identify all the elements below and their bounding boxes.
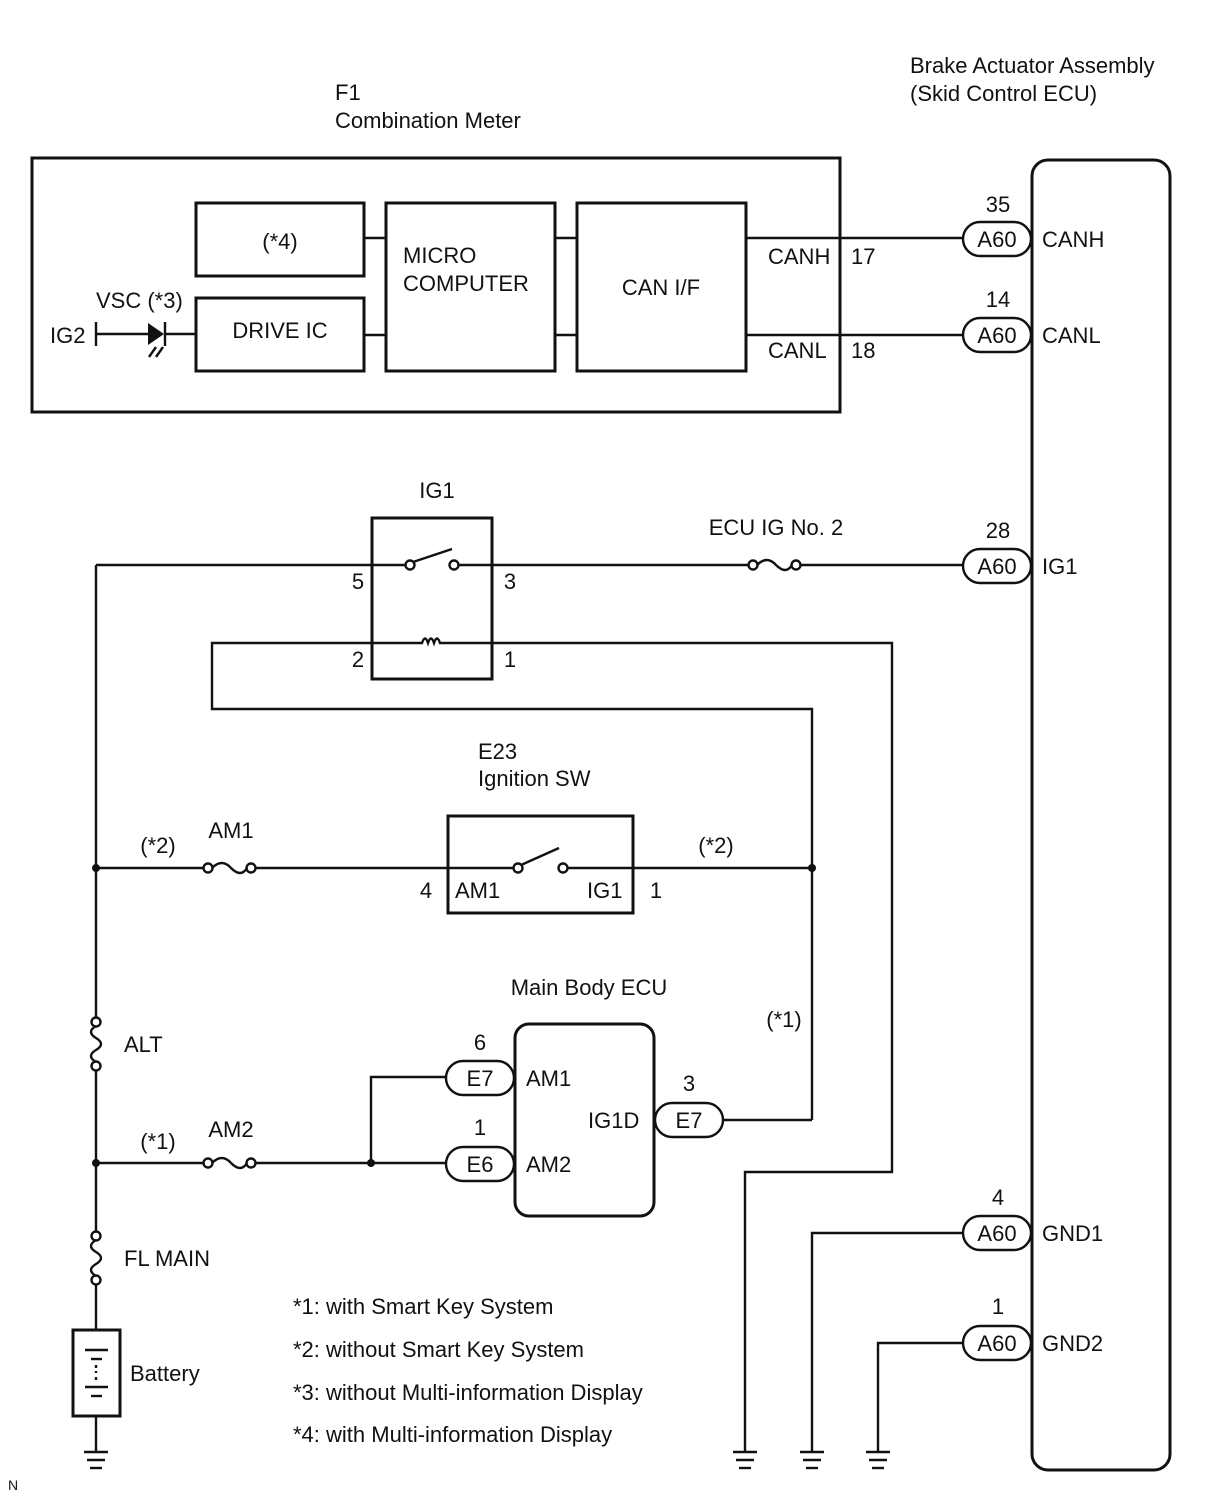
ig1-relay-pin1: 1: [504, 647, 516, 672]
can-if-block: [575, 201, 748, 373]
connector-e6-am2-pin: 1: [474, 1115, 486, 1140]
am2-fuse-label: AM2: [208, 1117, 253, 1142]
ignition-sw-am1: AM1: [455, 878, 500, 903]
am2-fuse-icon: [202, 1156, 257, 1170]
connector-canl: 14 A60 CANL: [961, 287, 1101, 354]
canl-label: CANL: [768, 338, 827, 363]
connector-canh: 35 A60 CANH: [961, 192, 1104, 258]
connector-ig1-signal: IG1: [1042, 554, 1077, 579]
ig1-relay-pin5: 5: [352, 569, 364, 594]
ground-gnd1-icon: [800, 1450, 824, 1470]
connector-e7-ig1d-pin: 3: [683, 1071, 695, 1096]
connector-gnd2: 1 A60 GND2: [961, 1294, 1103, 1362]
ig2-label: IG2: [50, 323, 85, 348]
am1-note-right: (*2): [698, 833, 733, 858]
drive-ic-label: DRIVE IC: [232, 318, 327, 343]
battery-icon: [71, 1328, 122, 1418]
main-body-ecu-am1: AM1: [526, 1066, 571, 1091]
note-1: *1: with Smart Key System: [293, 1294, 553, 1319]
multi-info-block-label: (*4): [262, 229, 297, 254]
vsc-label: VSC (*3): [96, 288, 183, 313]
main-body-ecu-name: Main Body ECU: [511, 975, 668, 1000]
main-body-ecu: Main Body ECU AM1 AM2 IG1D 6 E7 1 E6 3 E…: [444, 975, 725, 1218]
main-body-ecu-ig1d: IG1D: [588, 1108, 639, 1133]
am1-fuse-label: AM1: [208, 818, 253, 843]
connector-canl-signal: CANL: [1042, 323, 1101, 348]
connector-gnd2-pin: 1: [992, 1294, 1004, 1319]
connector-ig1: 28 A60 IG1: [961, 518, 1077, 585]
brake-actuator-title-2: (Skid Control ECU): [910, 81, 1097, 106]
connector-gnd1-signal: GND1: [1042, 1221, 1103, 1246]
micro-computer-label-2: COMPUTER: [403, 271, 529, 296]
connector-canh-pin: 35: [986, 192, 1010, 217]
ignition-sw: E23 Ignition SW AM1 IG1 4 1: [420, 739, 662, 915]
alt-fuse-label: ALT: [124, 1032, 163, 1057]
brake-actuator-title-1: Brake Actuator Assembly: [910, 53, 1155, 78]
connector-gnd1: 4 A60 GND1: [961, 1185, 1103, 1252]
am1-note-left: (*2): [140, 833, 175, 858]
connector-e7-am1-pin: 6: [474, 1030, 486, 1055]
battery-label: Battery: [130, 1361, 200, 1386]
ignition-sw-box: [446, 814, 635, 915]
main-body-ecu-am2: AM2: [526, 1152, 571, 1177]
micro-computer-label-1: MICRO: [403, 243, 476, 268]
alt-fuse-icon: [89, 1016, 103, 1072]
multi-info-block: [194, 201, 366, 278]
canl-pin: 18: [851, 338, 875, 363]
brake-actuator-box: [1030, 158, 1172, 1472]
fl-main-fuse-icon: [89, 1230, 103, 1286]
note-3: *3: without Multi-information Display: [293, 1380, 643, 1405]
drive-ic-block: [194, 296, 366, 373]
connector-e6-am2-code: E6: [467, 1152, 494, 1177]
ig1-relay-pin2: 2: [352, 647, 364, 672]
ground-gnd2-icon: [866, 1450, 890, 1470]
connector-ig1-code: A60: [977, 554, 1016, 579]
connector-e7-am1: 6 E7: [444, 1030, 516, 1097]
corner-mark: N: [8, 1477, 18, 1493]
ignition-sw-ig1: IG1: [587, 878, 622, 903]
can-if-label: CAN I/F: [622, 275, 700, 300]
fl-main-fuse-label: FL MAIN: [124, 1246, 210, 1271]
combination-meter-name: Combination Meter: [335, 108, 521, 133]
note-4: *4: with Multi-information Display: [293, 1422, 612, 1447]
ignition-sw-name: Ignition SW: [478, 766, 591, 791]
connector-ig1-pin: 28: [986, 518, 1010, 543]
ig1d-note: (*1): [766, 1007, 801, 1032]
ground-battery-icon: [84, 1450, 108, 1470]
connector-e7-ig1d: 3 E7: [653, 1071, 725, 1139]
connector-canl-code: A60: [977, 323, 1016, 348]
ig1-relay: IG1 5 3 2 1: [352, 478, 516, 681]
canh-pin: 17: [851, 244, 875, 269]
ground-relay-icon: [733, 1450, 757, 1470]
ecu-ig-fuse-label: ECU IG No. 2: [709, 515, 843, 540]
connector-gnd1-pin: 4: [992, 1185, 1004, 1210]
combination-meter: F1 Combination Meter (*4) DRIVE IC MICRO…: [30, 80, 875, 414]
ignition-sw-id: E23: [478, 739, 517, 764]
connector-canl-pin: 14: [986, 287, 1010, 312]
ecu-ig-fuse-icon: [747, 558, 802, 572]
connector-gnd2-signal: GND2: [1042, 1331, 1103, 1356]
note-2: *2: without Smart Key System: [293, 1337, 584, 1362]
connector-gnd2-code: A60: [977, 1331, 1016, 1356]
connector-e7-am1-code: E7: [467, 1066, 494, 1091]
ig1-relay-box: [370, 516, 494, 681]
connector-e6-am2: 1 E6: [444, 1115, 516, 1183]
relay-coil-icon: [372, 637, 492, 647]
combination-meter-id: F1: [335, 80, 361, 105]
brake-actuator: Brake Actuator Assembly (Skid Control EC…: [910, 53, 1172, 1472]
ignition-sw-pin1: 1: [650, 878, 662, 903]
connector-canh-signal: CANH: [1042, 227, 1104, 252]
connector-canh-code: A60: [977, 227, 1016, 252]
micro-computer-block: [384, 201, 557, 373]
notes: *1: with Smart Key System *2: without Sm…: [293, 1294, 643, 1447]
ig1-relay-name: IG1: [419, 478, 454, 503]
connector-gnd1-code: A60: [977, 1221, 1016, 1246]
ignition-sw-pin4: 4: [420, 878, 432, 903]
am1-fuse-icon: [202, 861, 257, 875]
am2-note: (*1): [140, 1129, 175, 1154]
canh-label: CANH: [768, 244, 830, 269]
connector-e7-ig1d-code: E7: [676, 1108, 703, 1133]
ig1-relay-pin3: 3: [504, 569, 516, 594]
